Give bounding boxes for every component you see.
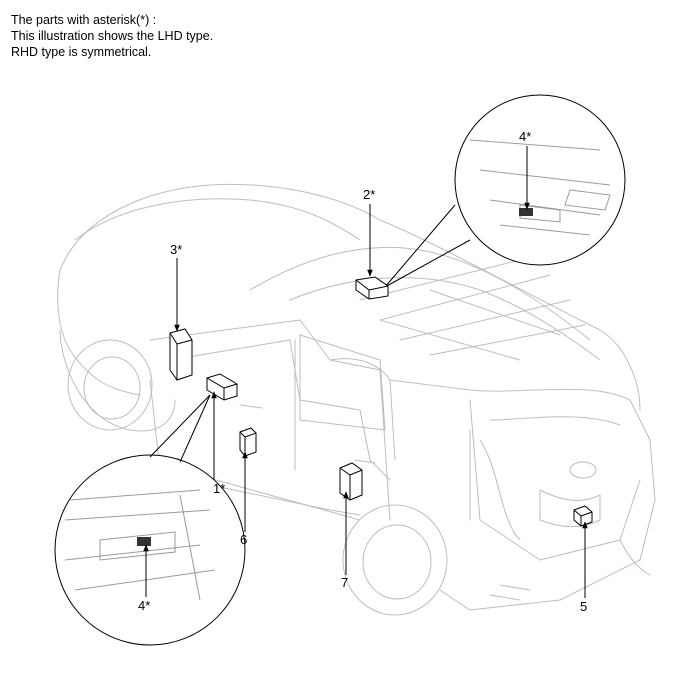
component-modules bbox=[169, 276, 593, 527]
callout-2: 2* bbox=[363, 187, 375, 202]
callout-6: 6 bbox=[240, 532, 247, 547]
callout-4-bottom: 4* bbox=[138, 598, 150, 613]
callout-4-top: 4* bbox=[519, 129, 531, 144]
callout-7: 7 bbox=[341, 575, 348, 590]
inset-bottom-detail bbox=[64, 489, 216, 601]
callout-5: 5 bbox=[580, 599, 587, 614]
callout-1: 1* bbox=[213, 481, 225, 496]
module-7 bbox=[339, 462, 363, 501]
window-switch-top bbox=[519, 208, 533, 216]
note-lhd: This illustration shows the LHD type. bbox=[11, 29, 214, 43]
vehicle-outline bbox=[57, 183, 656, 616]
inset-top-right bbox=[454, 94, 626, 266]
note-rhd: RHD type is symmetrical. bbox=[11, 45, 152, 59]
notes-block: The parts with asterisk(*) : This illust… bbox=[11, 12, 213, 60]
note-asterisk: The parts with asterisk(*) : bbox=[11, 13, 157, 27]
window-switch-bottom bbox=[137, 537, 151, 546]
inset-bottom-left bbox=[54, 454, 246, 646]
module-5 bbox=[573, 505, 593, 527]
callout-3: 3* bbox=[170, 242, 182, 257]
callout-leaders bbox=[143, 146, 588, 598]
module-2-edges bbox=[355, 279, 389, 299]
module-2 bbox=[355, 276, 389, 300]
inset-connectors bbox=[149, 204, 471, 463]
